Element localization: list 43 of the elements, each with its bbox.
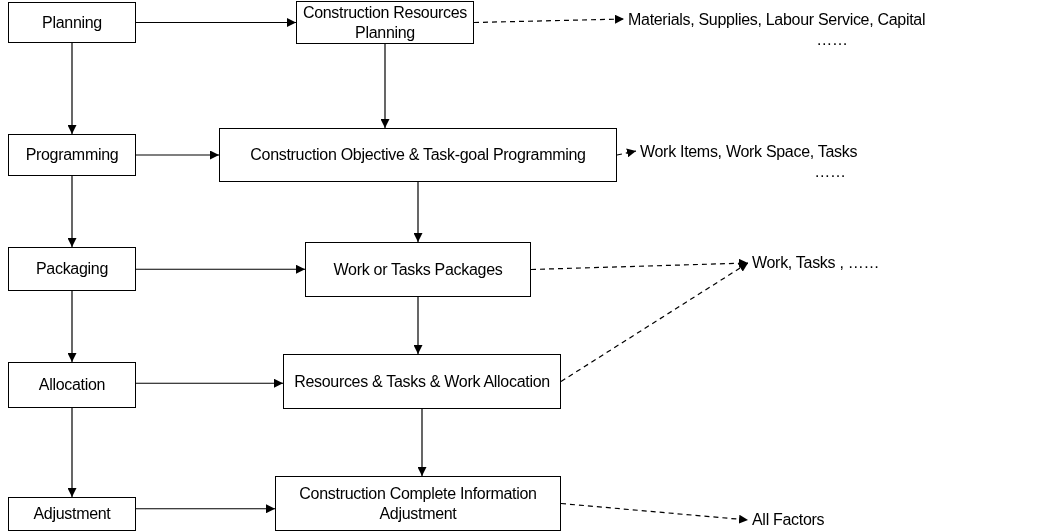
arrow bbox=[417, 408, 427, 477]
dashed-arrow bbox=[473, 14, 625, 24]
arrow bbox=[380, 43, 390, 129]
process-box bbox=[275, 476, 561, 531]
arrow bbox=[67, 42, 77, 135]
output-label: All Factors bbox=[752, 510, 825, 530]
output-label: Materials, Supplies, Labour Service, Capital bbox=[628, 10, 926, 30]
box-label: Construction Resources Planning bbox=[301, 2, 469, 43]
process-box bbox=[283, 354, 561, 409]
box-label: Construction Complete Information Adjustment bbox=[298, 483, 538, 524]
ellipsis-text: …… bbox=[816, 30, 848, 50]
ellipsis-text: …… bbox=[814, 162, 846, 182]
arrow bbox=[67, 407, 77, 498]
box-label: Planning bbox=[42, 12, 102, 33]
arrow bbox=[413, 181, 423, 243]
output-label: Work Items, Work Space, Tasks bbox=[640, 142, 858, 162]
arrow bbox=[135, 264, 306, 274]
dashed-arrow bbox=[560, 262, 749, 383]
process-box bbox=[219, 128, 617, 182]
output-label: Work, Tasks , …… bbox=[752, 253, 880, 273]
arrow bbox=[67, 290, 77, 363]
arrow bbox=[135, 150, 220, 160]
dashed-arrow bbox=[530, 258, 749, 271]
box-label: Programming bbox=[25, 145, 119, 165]
arrow bbox=[135, 504, 276, 514]
arrow bbox=[135, 378, 284, 388]
arrow bbox=[67, 175, 77, 248]
process-box bbox=[305, 242, 531, 297]
process-box bbox=[8, 2, 136, 43]
box-label: Allocation bbox=[38, 375, 106, 395]
process-box bbox=[8, 497, 136, 531]
box-label: Packaging bbox=[36, 259, 108, 279]
box-label: Resources & Tasks & Work Allocation bbox=[294, 371, 550, 392]
box-label: Adjustment bbox=[33, 504, 111, 524]
dashed-arrow bbox=[560, 502, 749, 524]
process-box bbox=[8, 362, 136, 408]
box-label: Construction Objective & Task-goal Programming bbox=[250, 145, 586, 165]
box-label: Work or Tasks Packages bbox=[333, 259, 503, 280]
process-box bbox=[8, 134, 136, 176]
dashed-arrow bbox=[616, 148, 637, 158]
arrow bbox=[413, 296, 423, 355]
process-box bbox=[8, 247, 136, 291]
arrow bbox=[135, 18, 297, 27]
